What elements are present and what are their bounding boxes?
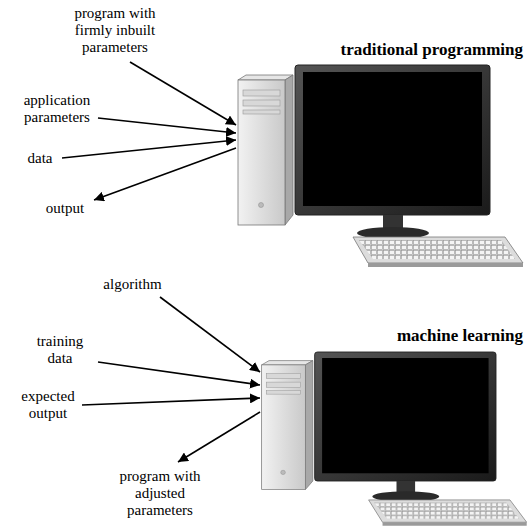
computer-illustration [238,65,523,267]
leader-arrow [94,148,236,200]
input-output-label: program with adjusted parameters [105,468,215,519]
leader-arrow [130,62,236,125]
input-output-label: algorithm [95,276,170,293]
computer-heading: traditional programming [341,40,523,60]
leader-arrow [98,362,260,385]
computer-illustration [262,352,527,526]
input-output-label: application parameters [12,92,102,126]
leader-arrow [82,398,260,405]
computer-node: traditional programming [233,36,525,262]
input-output-label: training data [25,333,95,367]
input-output-label: data [20,150,60,167]
leader-arrow [178,412,260,462]
computer-heading: machine learning [397,326,523,346]
leader-arrow [98,118,236,133]
leader-arrow [160,297,260,372]
input-output-label: output [40,200,90,217]
computer-node: machine learning [257,322,525,522]
leader-arrow [62,140,236,158]
leader-arrows [62,62,260,462]
input-output-label: program with firmly inbuilt parameters [60,5,170,56]
input-output-label: expected output [8,388,88,422]
